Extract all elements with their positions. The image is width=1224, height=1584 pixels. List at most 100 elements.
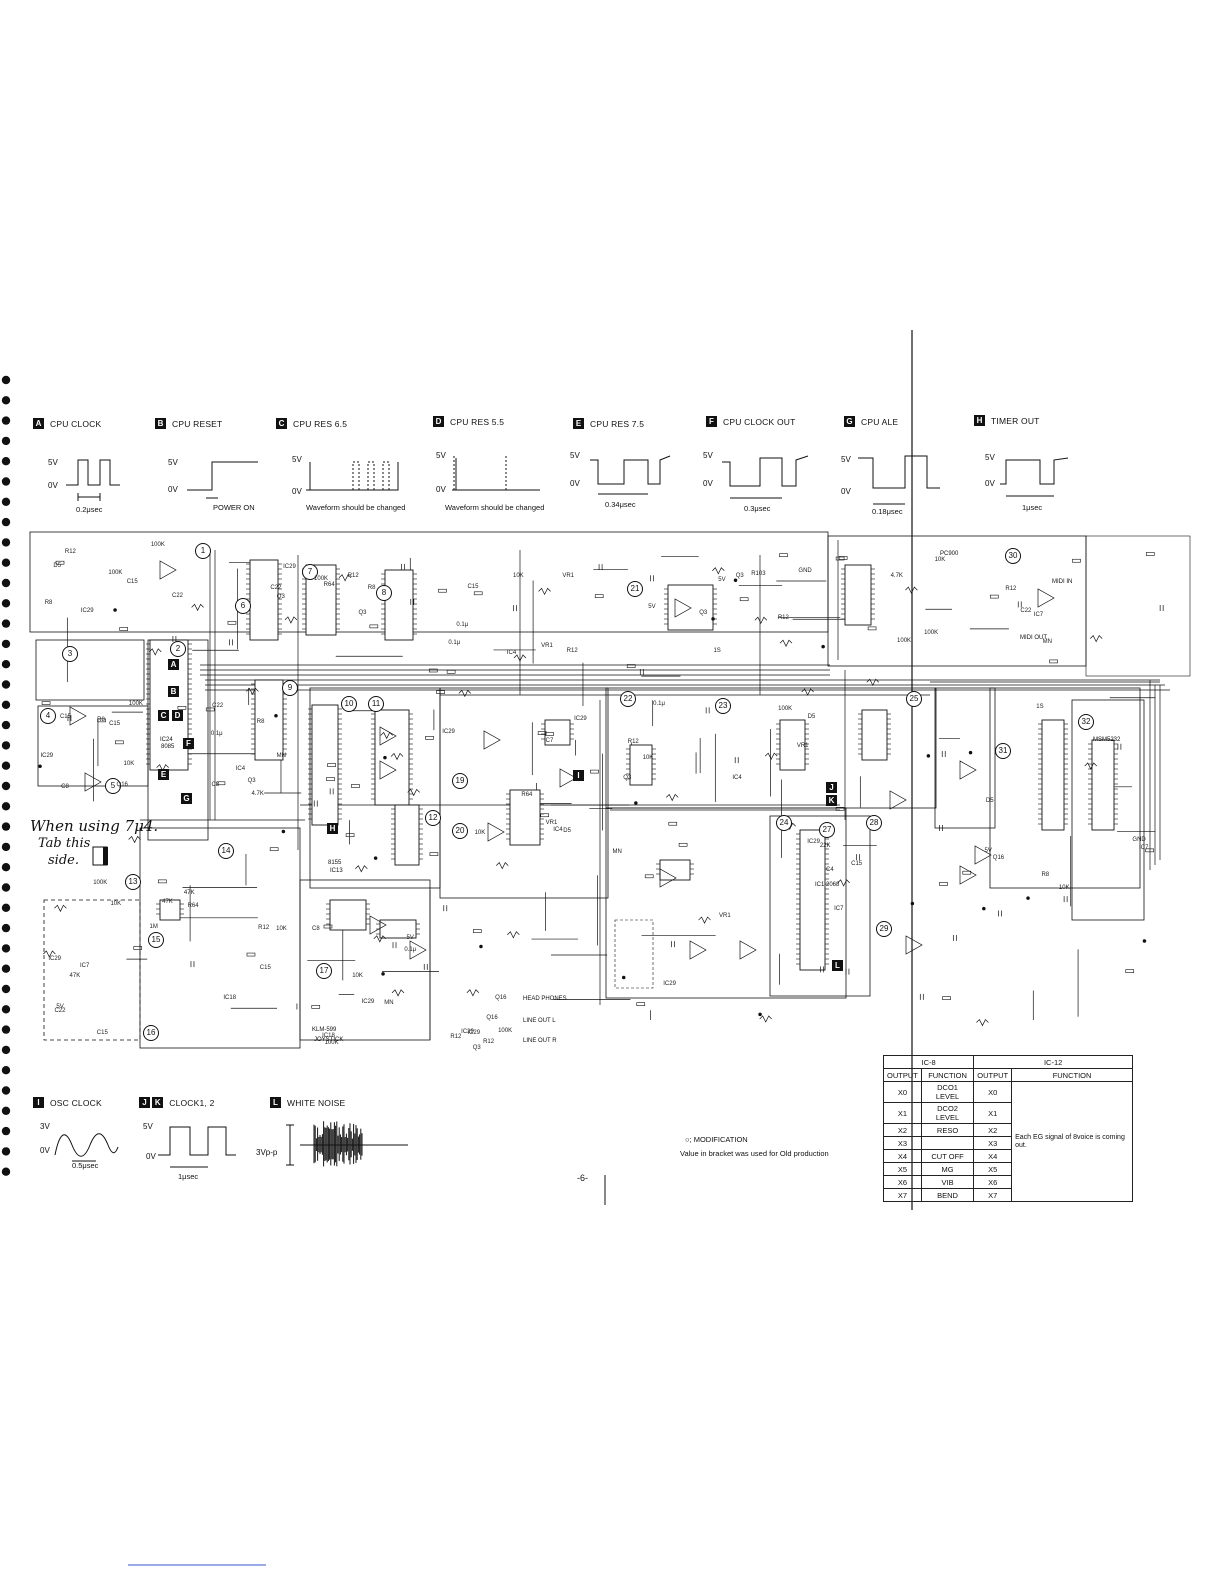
component-designator: IC7: [1139, 844, 1149, 851]
block-11: 11: [368, 696, 384, 712]
component-designator: IC29: [80, 608, 94, 615]
component-designator: Q3: [699, 609, 708, 616]
component-designator: 47K: [183, 889, 195, 896]
component-designator: IC7: [1033, 611, 1044, 618]
chip-klm599: KLM-599: [312, 1027, 337, 1033]
marker-k: K: [826, 795, 837, 806]
component-designator: C22: [212, 702, 224, 709]
component-designator: 100K: [93, 880, 108, 887]
component-designator: VR1: [541, 643, 553, 650]
out-line-l: LINE OUT L: [523, 1018, 556, 1024]
component-designator: 0.1μ: [210, 731, 223, 738]
block-17: 17: [316, 963, 332, 979]
block-10: 10: [341, 696, 357, 712]
component-designator: Q16: [486, 1015, 498, 1022]
wf-f-low: 0V: [703, 479, 713, 488]
component-designator: Q3: [472, 1045, 481, 1052]
component-designator: 10K: [123, 760, 135, 767]
wf-g-time: 0.18μsec: [872, 507, 903, 516]
component-designator: VR1: [562, 572, 574, 579]
component-designator: C15: [259, 965, 271, 972]
block-1: 1: [195, 543, 211, 559]
component-designator: 100K: [897, 638, 912, 645]
component-designator: MN: [1042, 638, 1052, 645]
component-designator: VR1: [796, 742, 809, 749]
component-designator: 0.1μ: [448, 640, 461, 647]
schematic-wiring: [29, 531, 1191, 1049]
component-designator: 10K: [642, 755, 654, 762]
component-designator: 10K: [352, 972, 363, 979]
ic8-header: IC-8: [882, 1055, 975, 1069]
component-designator: C15: [96, 1030, 108, 1037]
block-8: 8: [376, 585, 392, 601]
block-32: 32: [1078, 714, 1094, 730]
out-line-r: LINE OUT R: [523, 1038, 557, 1044]
wf-a-high: 5V: [48, 458, 58, 467]
component-designator: R64: [323, 582, 335, 589]
block-27: 27: [819, 822, 835, 838]
chip-ic1: IC1 2068: [815, 882, 840, 888]
component-designator: Q16: [116, 781, 128, 788]
component-designator: IC29: [807, 838, 820, 845]
wf-a-time: 0.2μsec: [76, 505, 103, 514]
wf-a-low: 0V: [48, 481, 58, 490]
wf-f-high: 5V: [703, 451, 713, 460]
component-designator: 1M: [149, 924, 158, 931]
component-designator: IC29: [442, 729, 455, 736]
component-designator: 47K: [162, 899, 173, 906]
component-designator: Q3: [247, 777, 256, 784]
component-designator: IC18: [322, 1033, 335, 1040]
component-designator: VR1: [719, 912, 731, 919]
block-4: 4: [40, 708, 56, 724]
wf-b-low: 0V: [168, 485, 178, 494]
component-designator: 5V: [718, 577, 726, 584]
wf-e-time: 0.34μsec: [605, 500, 636, 509]
component-designator: 5V: [984, 848, 992, 855]
marker-c: C: [158, 710, 169, 721]
component-designator: R103: [751, 570, 766, 577]
component-designator: IC4: [732, 774, 742, 781]
component-designator: R12: [483, 1039, 495, 1046]
component-designator: IC18: [223, 994, 237, 1001]
component-designator: IC4: [824, 866, 834, 873]
component-designator: 5V: [406, 935, 414, 942]
chip-pc900: PC900: [940, 551, 959, 557]
block-30: 30: [1005, 548, 1021, 564]
component-designator: D5: [53, 562, 62, 569]
marker-e: E: [158, 769, 169, 780]
component-designator: R8: [367, 585, 376, 592]
wf-h-high: 5V: [985, 453, 995, 462]
component-designator: 10K: [1058, 884, 1070, 891]
component-designator: 100K: [924, 630, 939, 637]
component-designator: R12: [347, 573, 359, 580]
waveform-drawings-top: [66, 454, 1069, 505]
block-2: 2: [170, 641, 186, 657]
component-designator: R8: [256, 719, 265, 726]
component-designator: 4.7K: [251, 791, 264, 798]
component-designator: C8: [61, 783, 69, 790]
wf-d-low: 0V: [436, 485, 446, 494]
component-designator: IC7: [834, 906, 844, 913]
block-24: 24: [776, 815, 792, 831]
center-mark: [604, 1175, 606, 1205]
component-designator: 100K: [150, 541, 165, 548]
component-designator: R8: [97, 717, 105, 724]
component-designator: Q16: [992, 854, 1005, 861]
block-6: 6: [235, 598, 251, 614]
component-designator: IC29: [40, 753, 54, 760]
component-designator: Q3: [735, 572, 744, 579]
component-designator: 22K: [819, 843, 831, 850]
component-designator: 100K: [314, 576, 329, 583]
component-designator: IC4: [553, 827, 563, 834]
component-designator: VR1: [545, 819, 558, 826]
component-designator: 100K: [108, 569, 123, 576]
wf-i-time: 0.5μsec: [72, 1161, 99, 1170]
wf-g-low: 0V: [841, 487, 851, 496]
component-designator: IC29: [574, 715, 587, 722]
component-designator: D5: [807, 713, 816, 720]
component-designator: IC4: [506, 649, 517, 656]
